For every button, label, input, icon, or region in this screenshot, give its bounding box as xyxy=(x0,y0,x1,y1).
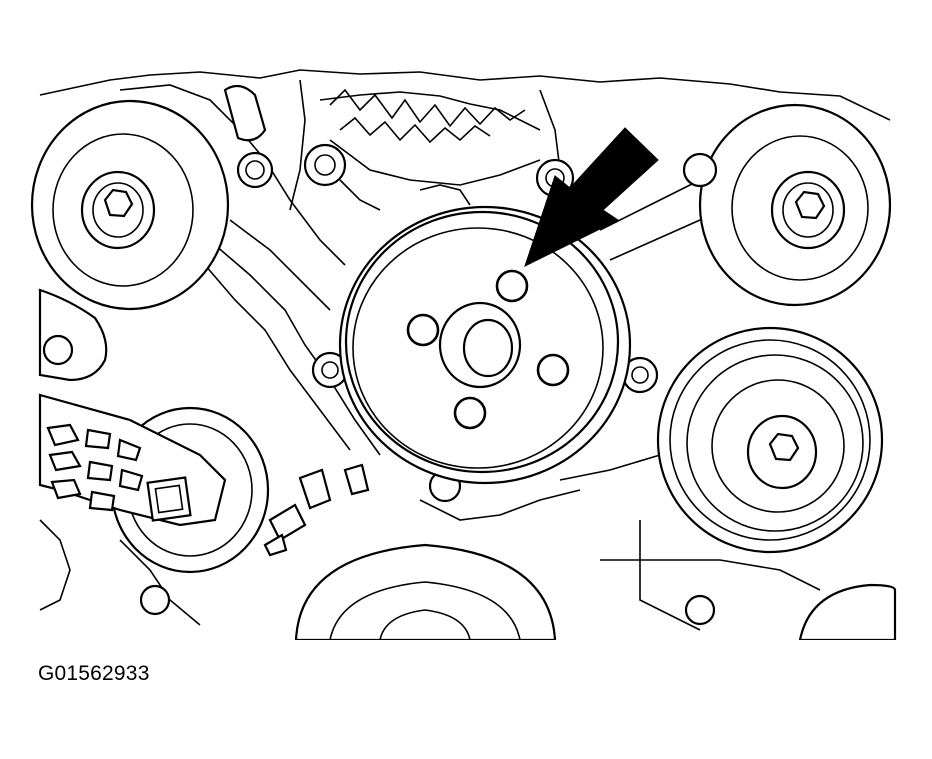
right-lower-pulley xyxy=(656,326,884,554)
upper-left-pulley xyxy=(30,99,230,311)
bottom-right-pulley xyxy=(798,583,897,642)
pump-bolt-hole-top xyxy=(495,269,529,303)
water-pump-pulley xyxy=(338,205,632,485)
component-tags xyxy=(263,463,370,557)
line-drawing xyxy=(30,69,897,642)
pump-bolt-hole-right xyxy=(536,353,570,387)
bottom-center-pulley xyxy=(294,543,557,642)
bolts xyxy=(139,84,718,626)
pump-bolt-hole-bottom xyxy=(453,396,487,430)
engine-casting xyxy=(39,69,891,631)
pump-bolt-hole-left xyxy=(406,313,440,347)
alternator-fins xyxy=(329,88,526,144)
pointer-arrow xyxy=(524,127,659,267)
upper-right-pulley xyxy=(698,103,892,307)
figure-id-label: G01562933 xyxy=(38,662,150,685)
belt-tensioner xyxy=(38,288,270,626)
